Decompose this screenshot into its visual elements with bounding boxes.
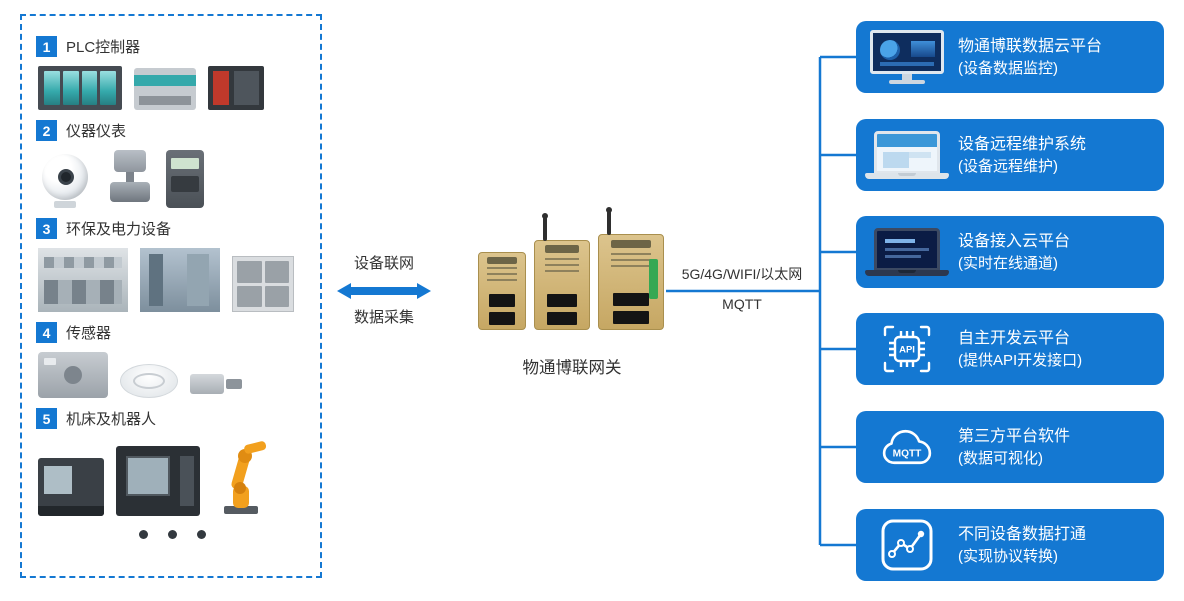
double-arrow xyxy=(337,283,431,299)
dot xyxy=(167,530,177,539)
machine-images-row xyxy=(38,438,308,516)
ellipsis-dots xyxy=(36,530,308,539)
platform-title: 自主开发云平台 xyxy=(958,329,1071,347)
platform-box-device-access: 设备接入云平台 (实时在线通道) xyxy=(856,216,1164,288)
instrument-images-row xyxy=(38,150,308,208)
category-number-badge: 1 xyxy=(36,36,57,57)
gateway-devices-group xyxy=(472,207,672,332)
camera-image xyxy=(38,152,94,208)
dot xyxy=(138,530,148,539)
gateway-device-large xyxy=(598,207,664,330)
antenna xyxy=(542,213,548,241)
category-label: PLC控制器 xyxy=(66,39,141,56)
environment-images-row xyxy=(38,248,308,312)
link-label-mqtt: MQTT xyxy=(722,296,762,312)
cnc-machine-large-image xyxy=(116,446,200,516)
platform-title: 设备远程维护系统 xyxy=(958,135,1087,153)
platform-box-remote-maintenance: 设备远程维护系统 (设备远程维护) xyxy=(856,119,1164,191)
platform-title: 设备接入云平台 xyxy=(958,232,1071,250)
monitor-dashboard-icon xyxy=(856,30,958,84)
gateway-device-small xyxy=(478,252,526,330)
energy-meter-image xyxy=(166,150,204,208)
category-label: 机床及机器人 xyxy=(66,411,157,428)
laptop-cloud-icon xyxy=(856,228,958,276)
platform-title: 不同设备数据打通 xyxy=(958,525,1087,543)
platform-title: 第三方平台软件 xyxy=(958,427,1071,445)
category-header-environment-power: 3 环保及电力设备 xyxy=(36,218,308,239)
line-chart-icon xyxy=(856,518,958,572)
laptop-webpage-icon xyxy=(856,131,958,179)
arrow-head-left xyxy=(337,283,351,299)
category-header-machines-robots: 5 机床及机器人 xyxy=(36,408,308,429)
platform-subtitle: (实时在线通道) xyxy=(958,254,1058,272)
mqtt-cloud-icon: MQTT xyxy=(856,422,958,472)
platform-subtitle: (设备数据监控) xyxy=(958,59,1058,77)
link-label-protocols: 5G/4G/WIFI/以太网 xyxy=(681,266,803,282)
api-icon-label: API xyxy=(899,345,915,356)
robot-arm-image xyxy=(224,441,267,514)
gateway-label: 物通博联网关 xyxy=(522,359,622,377)
plc-module-image xyxy=(134,68,196,110)
category-number-badge: 3 xyxy=(36,218,57,239)
plc-images-row xyxy=(38,66,308,110)
platform-subtitle: (实现协议转换) xyxy=(958,547,1058,565)
electrical-cabinet-image xyxy=(232,256,294,312)
mqtt-icon-label: MQTT xyxy=(893,449,923,460)
arrow-label-bottom: 数据采集 xyxy=(353,309,414,326)
platform-box-protocol-conversion: 不同设备数据打通 (实现协议转换) xyxy=(856,509,1164,581)
valve-actuator-image xyxy=(106,150,154,208)
platform-box-third-party: MQTT 第三方平台软件 (数据可视化) xyxy=(856,411,1164,483)
water-treatment-plant-image xyxy=(38,248,128,312)
platform-box-api: API 自主开发云平台 (提供API开发接口) xyxy=(856,313,1164,385)
arrow-shaft xyxy=(349,287,419,295)
category-header-instruments: 2 仪器仪表 xyxy=(36,120,308,141)
antenna xyxy=(606,207,612,235)
category-label: 传感器 xyxy=(66,325,112,342)
platform-subtitle: (设备远程维护) xyxy=(958,157,1058,175)
arrow-label-top: 设备联网 xyxy=(353,255,414,272)
category-number-badge: 5 xyxy=(36,408,57,429)
terminal-block xyxy=(649,259,658,299)
plc-rack-image xyxy=(38,66,122,110)
category-number-badge: 2 xyxy=(36,120,57,141)
category-number-badge: 4 xyxy=(36,322,57,343)
platform-title: 物通博联数据云平台 xyxy=(958,37,1103,55)
category-label: 仪器仪表 xyxy=(66,123,127,140)
platform-box-cloud-data: 物通博联数据云平台 (设备数据监控) xyxy=(856,21,1164,93)
proximity-sensor-image xyxy=(190,370,242,398)
category-label: 环保及电力设备 xyxy=(66,221,172,238)
category-header-plc: 1 PLC控制器 xyxy=(36,36,308,57)
device-categories-panel: 1 PLC控制器 2 仪器仪表 3 xyxy=(20,14,322,578)
platform-subtitle: (数据可视化) xyxy=(958,449,1043,467)
api-chip-icon: API xyxy=(856,321,958,377)
platform-subtitle: (提供API开发接口) xyxy=(958,351,1083,369)
sensor-images-row xyxy=(38,352,308,398)
dot xyxy=(196,530,206,539)
industrial-plant-image xyxy=(140,248,220,312)
category-header-sensors: 4 传感器 xyxy=(36,322,308,343)
box-sensor-image xyxy=(38,352,108,398)
arrow-head-right xyxy=(417,283,431,299)
cnc-machine-image xyxy=(38,458,104,516)
plc-compact-image xyxy=(208,66,264,110)
gateway-device-medium xyxy=(534,213,590,330)
smoke-detector-image xyxy=(120,364,178,398)
